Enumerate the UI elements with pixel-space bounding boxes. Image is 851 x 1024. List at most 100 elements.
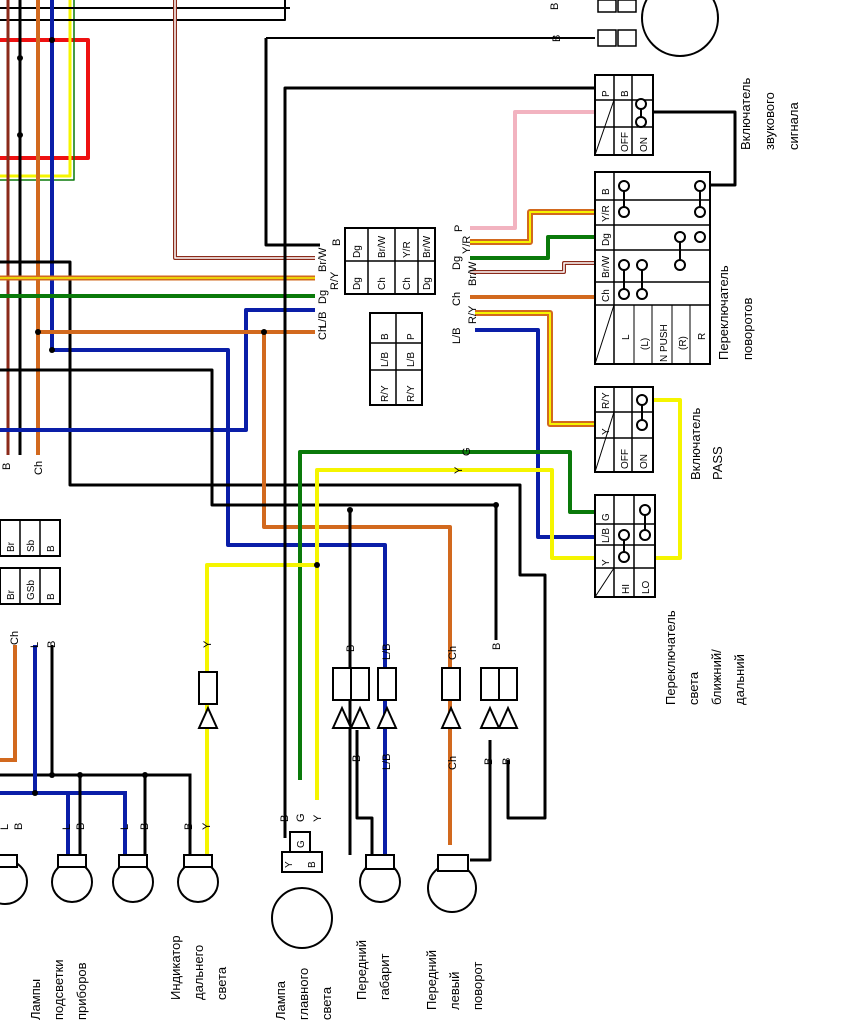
turn-switch: B Y/R Dg Br/W Ch L (L) N PUSH (R) R Пере… — [594, 171, 755, 365]
lbl-b-i2: B — [75, 823, 87, 830]
conn-mid-r1c1: R/Y — [380, 385, 391, 402]
head-plug-b: B — [307, 861, 318, 868]
horn-row-on: ON — [639, 137, 650, 152]
turn-row-lp: (L) — [640, 338, 651, 350]
dim-col-lb: L/B — [601, 528, 612, 543]
lbl-g-line: G — [461, 447, 473, 456]
dim-row-lo: LO — [641, 580, 652, 594]
cap-instrument-2: подсветки — [51, 959, 66, 1020]
wire-black-370 — [0, 368, 498, 640]
lbl-b-i1: B — [13, 823, 25, 830]
turn-row-l: L — [621, 334, 632, 340]
lamps: Y G B — [0, 831, 477, 949]
cap-pos-2: габарит — [377, 953, 392, 1000]
wire-black-262 — [0, 260, 547, 820]
turn-row-rp: (R) — [678, 336, 689, 350]
lbl-l-i2: L — [61, 824, 73, 830]
lbl-ch-turn: Ch — [447, 646, 459, 660]
cap-head-2: главного — [296, 968, 311, 1020]
conn-top-r1c2: Br/W — [377, 235, 388, 258]
dim-col-y: Y — [601, 559, 612, 566]
lamp-headlight — [271, 887, 333, 949]
lbl-ry-top: R/Y — [329, 271, 341, 290]
wire-black-horn — [283, 86, 595, 240]
lbl-bus-ch: Ch — [9, 631, 21, 645]
turn-col-yr: Y/R — [601, 205, 612, 222]
pass-caption-2: PASS — [710, 446, 725, 480]
lbl-lb-top: L/B — [317, 311, 329, 328]
conn-top-r1c4: Br/W — [422, 235, 433, 258]
cap-turn-1: Передний — [424, 950, 439, 1010]
wire-blue-lb — [0, 308, 315, 432]
horn-wire-label-2: B — [551, 35, 563, 42]
cap-turn-3: поворот — [470, 962, 485, 1010]
lbl-b-top: B — [331, 239, 343, 246]
lbl-b-turn: B — [491, 643, 503, 650]
turn-row-npush: N PUSH — [659, 324, 670, 362]
wire-yellow-upper — [0, 0, 72, 178]
conn-left-r1c2: Sb — [26, 539, 37, 552]
lbl-l-i1: L — [0, 824, 11, 830]
lbl-bus-b: B — [46, 641, 58, 648]
cap-head-1: Лампа — [273, 980, 288, 1020]
cap-turn-2: левый — [447, 972, 462, 1010]
wire-brown-inner — [174, 0, 315, 259]
pass-col-y: Y — [601, 428, 612, 435]
horn-part: B B — [549, 0, 719, 57]
lbl-b-pos: B — [345, 645, 357, 652]
conn-left-r1c3: B — [46, 545, 57, 552]
turn-col-ch: Ch — [601, 289, 612, 302]
horn-plug-2 — [597, 29, 617, 47]
lbl-l-i3: L — [119, 824, 131, 830]
lbl-lb-pos-low: L/B — [381, 753, 393, 770]
pass-col-ry: R/Y — [601, 392, 612, 409]
lbl-b-pos-low: B — [351, 755, 363, 762]
conn-top-r1c1: Dg — [352, 245, 363, 258]
lbl-dg-r: Dg — [451, 256, 463, 270]
horn-col-p: P — [601, 90, 612, 97]
lbl-p-r: P — [453, 225, 465, 232]
connector-top-wire-labels: B Br/W R/Y Dg L/B Ch — [317, 239, 343, 340]
cap-highbeam-2: дальнего — [191, 945, 206, 1000]
lbl-y-line: Y — [453, 466, 465, 474]
lbl-ch-r: Ch — [451, 292, 463, 306]
lbl-dg-top: Dg — [317, 290, 329, 304]
dimmer-caption-1: Переключатель — [663, 610, 678, 705]
head-plug-y: Y — [284, 861, 295, 868]
conn-left-r2c1: Br — [6, 589, 17, 600]
wire-black-horn-link — [652, 110, 737, 187]
lbl-lb-pos: L/B — [381, 643, 393, 660]
dim-col-g: G — [601, 513, 612, 521]
lbl-ry-r: R/Y — [467, 305, 479, 324]
lbl-y-head: Y — [312, 814, 324, 822]
conn-left-r2c2: GSb — [26, 580, 37, 600]
cap-head-3: света — [319, 986, 334, 1020]
wire-y-pass — [652, 398, 682, 560]
horn-plug-1 — [597, 0, 617, 13]
pass-caption-1: Включатель — [688, 408, 703, 480]
lbl-ch-turn-low: Ch — [447, 756, 459, 770]
conn-left-r1c1: Br — [6, 541, 17, 552]
connector-top: Dg Br/W Y/R Br/W Dg Ch Ch Dg — [344, 227, 436, 295]
horn-plug-4 — [617, 29, 637, 47]
lbl-ch-top: Ch — [317, 326, 329, 340]
horn-row-off: OFF — [620, 132, 631, 152]
junction-dots — [17, 37, 499, 796]
pass-row-off: OFF — [620, 449, 631, 469]
turn-col-brw: Br/W — [601, 255, 612, 278]
wire-blue-main — [50, 0, 387, 660]
cap-instrument-1: Лампы — [28, 979, 43, 1020]
wire-black-top — [0, 0, 286, 21]
lbl-lb-r: L/B — [451, 327, 463, 344]
head-plug-g: G — [296, 840, 307, 848]
dimmer-caption-3: ближний/ — [709, 649, 724, 705]
lbl-brw-r: Br/W — [467, 261, 479, 286]
horn-plug-3 — [617, 0, 637, 13]
lbl-g-head: G — [295, 813, 307, 822]
horn-switch: P B OFF ON Включатель звукового сигнала — [594, 74, 801, 156]
lbl-left-ch: Ch — [33, 461, 45, 475]
wire-b-turn — [470, 740, 492, 862]
wire-g-long — [298, 450, 598, 780]
horn-caption-2: звукового — [762, 92, 777, 150]
conn-mid-r2c3: P — [406, 333, 417, 340]
